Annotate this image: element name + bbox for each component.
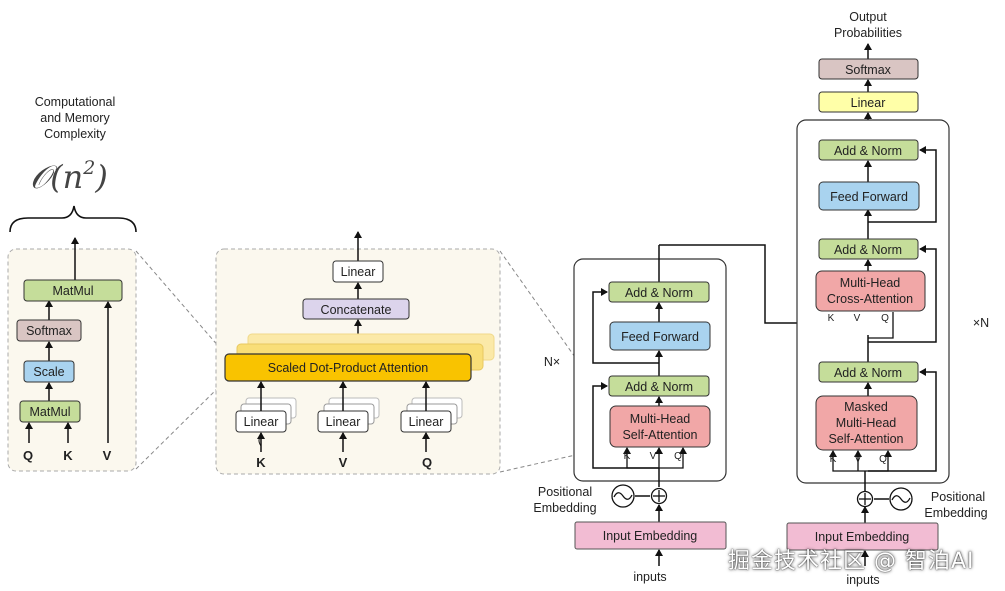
complexity-formula: 𝒪(n2) (30, 157, 108, 196)
decoder-positional-line1: Positional (931, 490, 985, 504)
encoder-add-symbol (650, 487, 668, 505)
complexity-brace (9, 205, 137, 233)
sdpa-softmax (16, 319, 82, 342)
decoder-add-norm-3 (818, 139, 919, 161)
decoder-cross-line2: Cross-Attention (827, 292, 913, 306)
complexity-formula-close: ) (94, 158, 107, 196)
mha-linear-top (332, 260, 384, 283)
encoder-k-label: K (624, 451, 631, 462)
zoom-line-lower (135, 379, 227, 470)
encoder-add-norm-bottom-label: Add & Norm (625, 380, 693, 394)
mha-panel: Linear Concatenate Scaled Dot-Product At… (215, 231, 501, 475)
complexity-label-line2: and Memory (40, 111, 110, 125)
decoder-masked-k-label: K (830, 454, 837, 465)
decoder-feed-forward-label: Feed Forward (830, 190, 908, 204)
encoder-attention-line1: Multi-Head (630, 412, 690, 426)
mha-linear-q-stack: Linear (400, 381, 463, 452)
decoder-positional-wave-icon (889, 487, 913, 511)
sdpa-q-label: Q (23, 448, 33, 463)
complexity-formula-exponent: 2 (82, 157, 95, 179)
encoder-input-embedding-label: Input Embedding (603, 529, 698, 543)
sdpa-panel: MatMul Softmax Scale MatMul Q K V (7, 237, 137, 472)
mha-concatenate (302, 298, 410, 320)
encoder-inputs-label: inputs (633, 570, 666, 584)
encoder-self-attention (609, 405, 711, 448)
decoder-inputs-label: inputs (846, 573, 879, 587)
complexity-label-line3: Complexity (44, 127, 107, 141)
complexity-formula-base: 𝒪(n (30, 158, 83, 196)
decoder-output-line2: Probabilities (834, 26, 902, 40)
decoder-add-norm-3-label: Add & Norm (834, 144, 902, 158)
encoder-add-norm-bottom (608, 375, 710, 397)
decoder-softmax (818, 58, 919, 80)
mha-linear-k-label: Linear (244, 415, 279, 429)
mha-attention-label: Scaled Dot-Product Attention (268, 361, 429, 375)
encoder-add-norm-top-label: Add & Norm (625, 286, 693, 300)
mha-attention (224, 353, 472, 382)
decoder-cross-attention (815, 270, 926, 312)
encoder-positional-line1: Positional (538, 485, 592, 499)
decoder-masked-q-label: Q (879, 454, 887, 465)
decoder-add-norm-1-label: Add & Norm (834, 366, 902, 380)
encoder-input-embedding (574, 521, 727, 550)
sdpa-scale-label: Scale (33, 365, 64, 379)
sdpa-matmul-top-label: MatMul (53, 284, 94, 298)
encoder-attention-line2: Self-Attention (622, 428, 697, 442)
mha-linear-k-stack: Linear (235, 381, 297, 452)
decoder-add-norm-2 (818, 238, 919, 260)
decoder-cross-v-label: V (854, 313, 861, 324)
decoder-linear (818, 91, 919, 113)
mha-linear-q-label: Linear (409, 415, 444, 429)
decoder-repeat-label: ×N (973, 316, 989, 330)
decoder-add-norm-1 (818, 361, 919, 383)
mha-linear-v-label: Linear (326, 415, 361, 429)
mha-k-input-label: K (256, 455, 266, 470)
sdpa-softmax-label: Softmax (26, 324, 73, 338)
encoder-positional-wave-icon (611, 484, 635, 508)
encoder-q-label: Q (674, 451, 682, 462)
decoder-masked-v-label: V (855, 454, 862, 465)
decoder-feed-forward (818, 181, 920, 211)
decoder-positional-line2: Embedding (924, 506, 987, 520)
sdpa-matmul-bottom (19, 400, 81, 423)
decoder-cross-line1: Multi-Head (840, 276, 900, 290)
decoder-masked-attention (815, 395, 918, 451)
sdpa-matmul-top (23, 279, 123, 302)
mha-linear-v-stack: Linear (317, 381, 380, 452)
sdpa-v-label: V (103, 448, 112, 463)
sdpa-matmul-bottom-label: MatMul (30, 405, 71, 419)
encoder-block: N× Add & Norm Feed Forward Add & Norm Mu… (533, 245, 727, 584)
decoder-output-line1: Output (849, 10, 887, 24)
decoder-masked-line3: Self-Attention (828, 432, 903, 446)
decoder-input-embedding (786, 522, 939, 551)
sdpa-k-label: K (63, 448, 73, 463)
decoder-linear-label: Linear (851, 96, 886, 110)
mha-concatenate-label: Concatenate (321, 303, 392, 317)
encoder-positional-line2: Embedding (533, 501, 596, 515)
mha-v-input-label: V (339, 455, 348, 470)
decoder-masked-line2: Multi-Head (836, 416, 896, 430)
decoder-masked-line1: Masked (844, 400, 888, 414)
mha-q-input-label: Q (422, 455, 432, 470)
encoder-v-label: V (650, 451, 657, 462)
mha-linear-top-label: Linear (341, 265, 376, 279)
decoder-cross-q-label: Q (881, 313, 889, 324)
decoder-add-norm-2-label: Add & Norm (834, 243, 902, 257)
decoder-softmax-label: Softmax (845, 63, 892, 77)
decoder-block: Output Probabilities Softmax Linear ×N A (786, 10, 989, 587)
decoder-cross-k-label: K (828, 313, 835, 324)
encoder-feed-forward (609, 321, 711, 351)
encoder-add-norm-top (608, 281, 710, 303)
encoder-feed-forward-label: Feed Forward (621, 330, 699, 344)
complexity-annotation: Computational and Memory Complexity 𝒪(n2… (9, 95, 137, 233)
watermark: 掘金技术社区 @ 智泊AI (728, 549, 975, 574)
encoder-repeat-label: N× (544, 355, 560, 369)
complexity-label-line1: Computational (35, 95, 116, 109)
decoder-input-embedding-label: Input Embedding (815, 530, 910, 544)
decoder-add-symbol (856, 490, 874, 508)
sdpa-scale (23, 360, 75, 383)
zoom-line-upper (135, 250, 227, 356)
